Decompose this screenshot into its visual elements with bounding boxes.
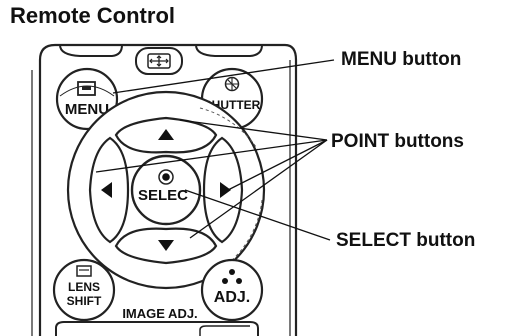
bottom-button: [55, 321, 259, 336]
top-button-left: [59, 44, 123, 57]
arrow-left-icon: [101, 182, 112, 198]
select-button-shape[interactable]: SELEC: [130, 154, 202, 226]
menu-icon: [77, 81, 96, 96]
menu-callout-line: [112, 59, 335, 94]
bottom-button-inner: [199, 325, 250, 336]
menu-button-callout: MENU button: [341, 49, 462, 70]
point-callout-line-left: [95, 139, 328, 173]
lens-shift-label-line1: LENS: [68, 280, 100, 294]
top-button-right: [195, 44, 263, 57]
remote-body: [38, 43, 298, 336]
lens-shift-label-line2: SHIFT: [67, 294, 102, 308]
adj-button-label: ADJ.: [214, 289, 250, 306]
select-button-callout: SELECT button: [336, 230, 476, 251]
point-right-button[interactable]: [202, 136, 244, 244]
menu-button[interactable]: MENU: [55, 67, 119, 131]
point-left-button[interactable]: [88, 136, 130, 244]
point-callout-line-up: [179, 119, 328, 141]
arrow-down-icon: [158, 240, 174, 251]
callout-lines: [95, 59, 335, 241]
lens-shift-icon: [76, 265, 92, 277]
select-button-label: SELEC: [138, 187, 188, 204]
lens-shift-button[interactable]: LENS SHIFT: [52, 258, 116, 322]
menu-button-label: MENU: [65, 101, 109, 118]
select-callout-line: [184, 189, 331, 241]
image-adj-label: IMAGE ADJ.: [122, 306, 197, 321]
arrow-right-icon: [220, 182, 231, 198]
page-title: Remote Control: [10, 3, 175, 28]
point-callout-line-right: [227, 139, 328, 191]
expand-icon: [147, 53, 171, 69]
adj-dots-icon: [222, 269, 242, 284]
arrow-up-icon: [158, 129, 174, 140]
select-dot-icon: [158, 169, 174, 185]
adj-button[interactable]: ADJ.: [200, 258, 264, 322]
shutter-icon: [224, 76, 240, 92]
point-buttons-callout: POINT buttons: [331, 131, 464, 152]
point-callout-line-down: [189, 139, 328, 239]
expand-button[interactable]: [135, 47, 183, 75]
point-up-button[interactable]: [114, 116, 218, 154]
